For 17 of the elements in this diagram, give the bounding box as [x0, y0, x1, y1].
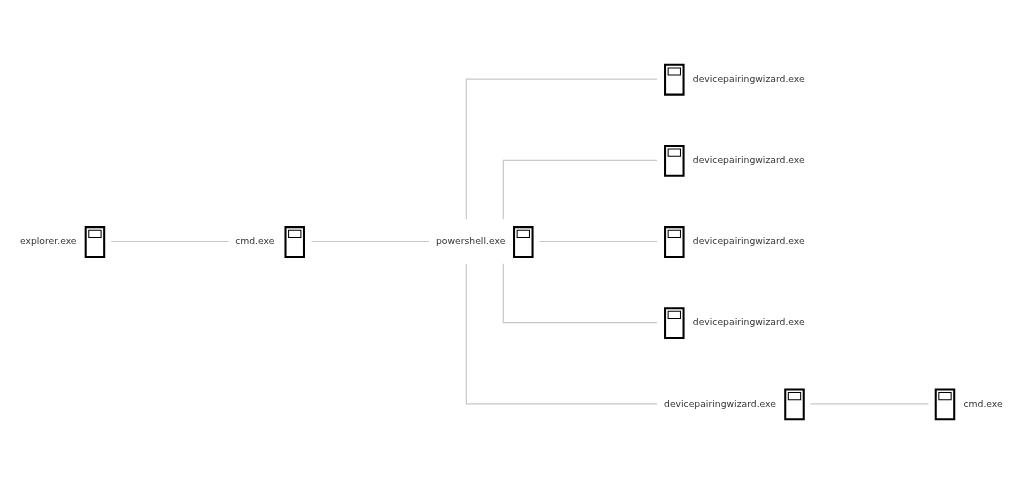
node-label: devicepairingwizard.exe: [692, 235, 805, 247]
node-label: explorer.exe: [19, 235, 77, 247]
connector: [502, 159, 658, 220]
connector: [310, 240, 430, 243]
connector: [110, 240, 230, 243]
node-label: powershell.exe: [435, 235, 506, 247]
node-label: devicepairingwizard.exe: [692, 316, 805, 328]
node-label: cmd.exe: [235, 235, 275, 247]
node-label: devicepairingwizard.exe: [692, 154, 805, 166]
connector: [538, 240, 658, 243]
connector: [502, 263, 658, 324]
node-label: cmd.exe: [963, 397, 1003, 409]
node-label: devicepairingwizard.exe: [664, 397, 776, 409]
node-label: devicepairingwizard.exe: [692, 72, 805, 84]
connector: [465, 263, 658, 405]
connector: [809, 403, 930, 405]
connector: [465, 78, 658, 220]
